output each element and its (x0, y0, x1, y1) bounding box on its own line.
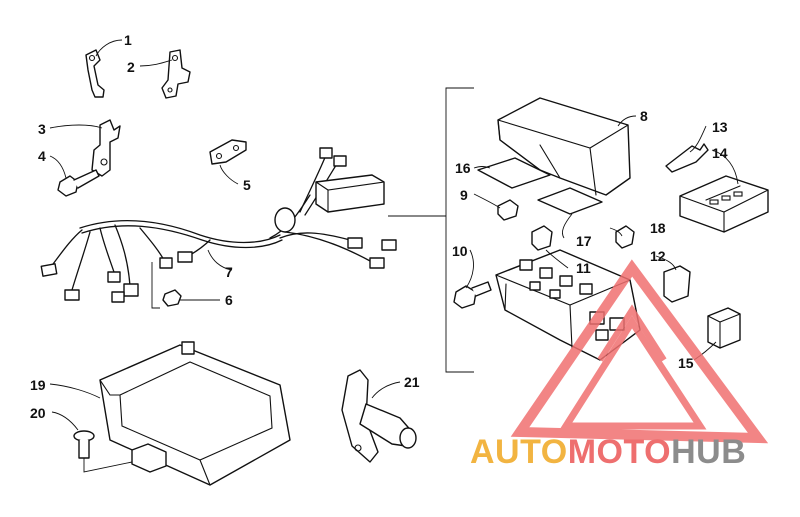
part-18-fuse (615, 225, 635, 249)
callout-11: 11 (576, 260, 591, 276)
part-6-screw (151, 262, 182, 309)
assembly-bracket (445, 87, 474, 373)
part-3-bracket (91, 119, 121, 177)
callout-20: 20 (30, 405, 46, 421)
watermark-triangle-logo (510, 259, 769, 444)
callout-8: 8 (640, 108, 648, 124)
part-5-clip (209, 139, 247, 165)
callout-2: 2 (127, 59, 135, 75)
part-17-label (537, 187, 603, 215)
part-12-relay (663, 265, 691, 303)
watermark-auto: AUTO (470, 433, 568, 471)
callout-7: 7 (225, 264, 233, 280)
watermark-hub: HUB (671, 433, 747, 471)
part-2-bracket (161, 49, 191, 99)
callout-21: 21 (404, 374, 420, 390)
callout-13: 13 (712, 119, 728, 135)
callout-5: 5 (243, 177, 251, 193)
part-19-control-unit (99, 341, 291, 486)
part-14-fuse-case (679, 175, 769, 233)
callout-18: 18 (650, 220, 666, 236)
callout-16: 16 (455, 160, 471, 176)
callout-1: 1 (124, 32, 132, 48)
part-9-fuse (497, 199, 519, 221)
part-11-fuse-box (495, 249, 641, 361)
callout-3: 3 (38, 121, 46, 137)
watermark-moto: MOTO (567, 433, 672, 471)
part-4-bolt (57, 169, 100, 197)
part-relay-small (531, 225, 553, 251)
part-13-fuse-puller (665, 143, 709, 173)
part-8-fuse-box-cover (497, 97, 631, 196)
part-21-sensor (341, 369, 417, 463)
part-20-screw (73, 430, 133, 473)
callout-15: 15 (678, 355, 694, 371)
callout-14: 14 (712, 145, 728, 161)
part-10-bolt (453, 281, 492, 309)
callout-17: 17 (576, 233, 592, 249)
callout-12: 12 (650, 248, 666, 264)
part-15-relay (707, 307, 741, 349)
callout-9: 9 (460, 187, 468, 203)
callout-numbers: 1 2 3 4 5 6 7 8 9 10 11 12 13 14 15 16 1… (30, 32, 728, 421)
watermark-text: AUTOMOTOHUB (470, 432, 795, 472)
callout-6: 6 (225, 292, 233, 308)
callout-10: 10 (452, 243, 468, 259)
part-1-bracket (85, 49, 105, 98)
callout-4: 4 (38, 148, 46, 164)
part-16-label (477, 157, 551, 189)
callout-19: 19 (30, 377, 46, 393)
part-7-wiring-harness (40, 147, 397, 303)
